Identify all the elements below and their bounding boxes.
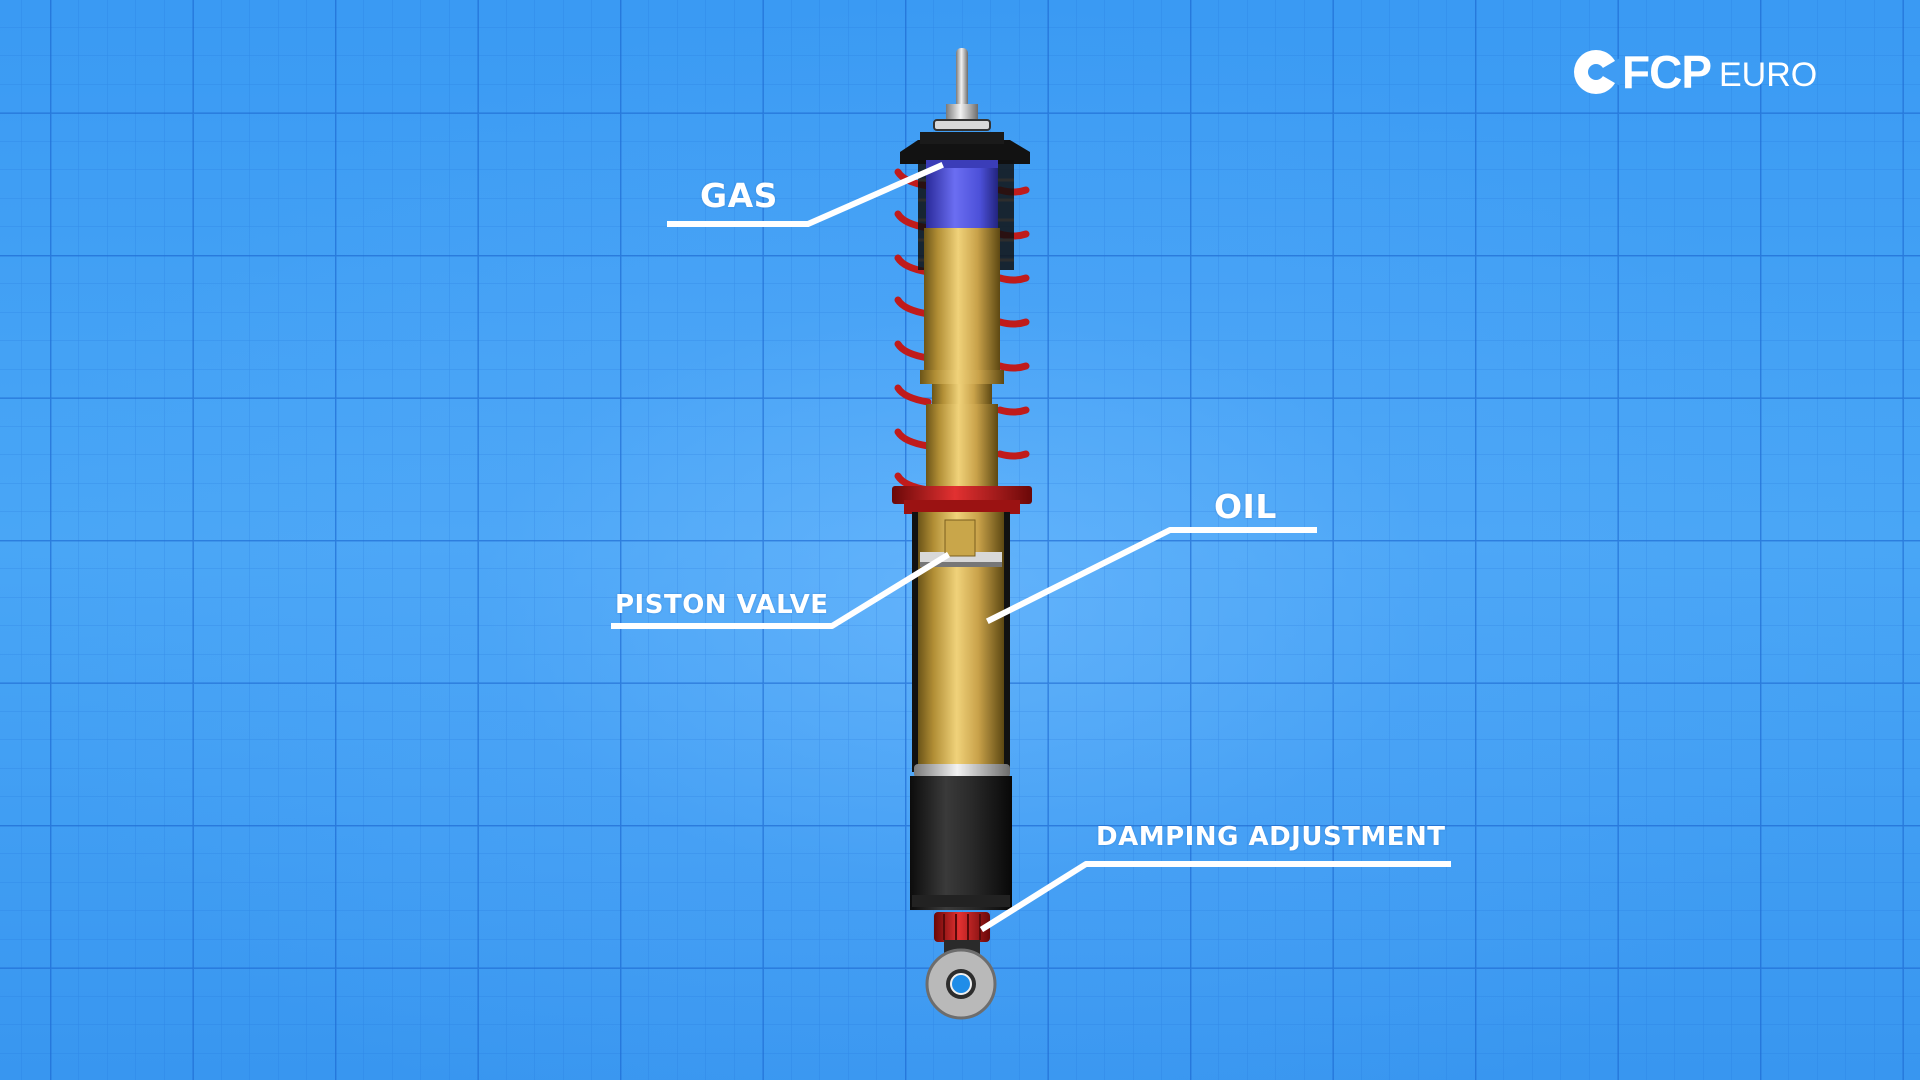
damping-leader-line	[979, 861, 1451, 933]
gas-label: GAS	[700, 176, 778, 215]
leader-lines	[611, 162, 1451, 933]
gas-leader-line	[667, 162, 944, 227]
bottom-eyelet	[925, 948, 997, 1020]
piston-leader-line	[611, 551, 951, 629]
damping-adjuster-knob	[934, 912, 990, 954]
oil-leader-line	[985, 527, 1317, 625]
lower-tube	[912, 512, 1010, 772]
spring-perch	[892, 486, 1032, 514]
upper-body	[920, 228, 1004, 514]
shaft-top	[933, 48, 991, 131]
damper-canister	[910, 764, 1012, 910]
logo-text-light: EURO	[1719, 56, 1818, 94]
logo-text-bold: FCP	[1622, 46, 1712, 98]
damping-adjustment-label: DAMPING ADJUSTMENT	[1096, 822, 1446, 852]
fcp-logo-mark-icon	[1574, 50, 1620, 94]
fcp-euro-logo: FCP EURO	[1572, 48, 1817, 96]
top-mount	[900, 132, 1030, 164]
piston-valve-label: PISTON VALVE	[615, 590, 829, 620]
oil-label: OIL	[1214, 487, 1277, 526]
gas-chamber	[926, 160, 998, 228]
